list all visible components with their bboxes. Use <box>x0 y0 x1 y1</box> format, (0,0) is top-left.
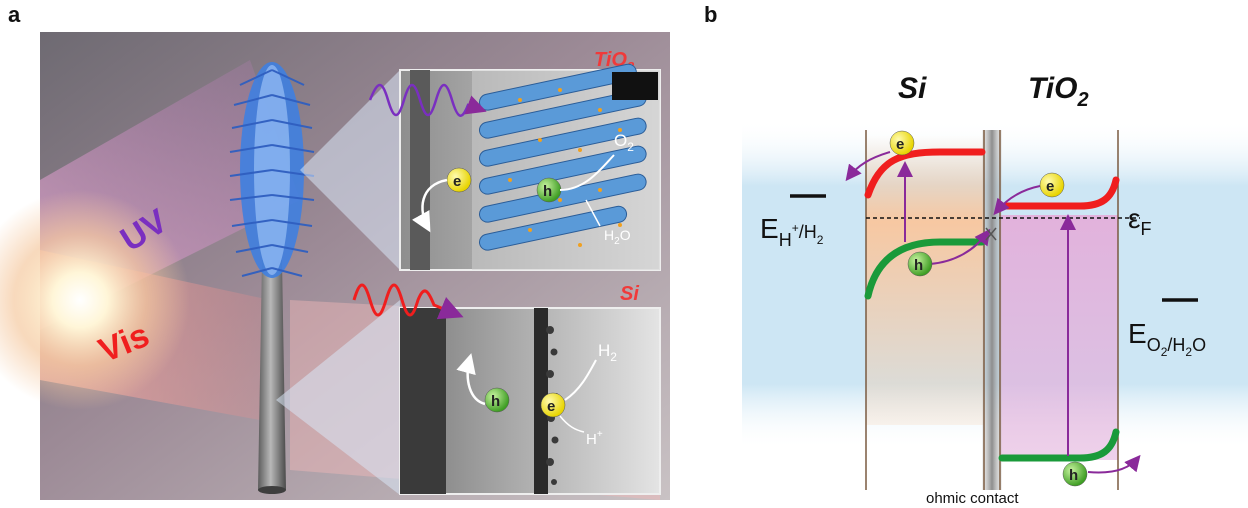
svg-text:h: h <box>914 257 923 274</box>
h2-label: H2 <box>598 341 617 364</box>
svg-text:h: h <box>491 393 500 410</box>
electron-ball-si <box>540 392 566 418</box>
o2-label: O2 <box>614 131 634 154</box>
svg-text:e: e <box>896 136 904 153</box>
panel-b-letter: b <box>704 2 717 27</box>
si-electron-escape-arrow <box>845 151 891 182</box>
si-zoom-cone <box>276 300 400 495</box>
hydrogen-level-label: EH+/H2 <box>760 213 824 250</box>
svg-text:e: e <box>1046 178 1054 195</box>
ohmic-contact-zone <box>982 130 1002 490</box>
oxygen-level-label: EO2/H2O <box>1128 318 1206 359</box>
tio2-conduction-band <box>998 176 1120 210</box>
recombination-mark <box>985 227 997 241</box>
vis-photon-wave <box>352 283 464 320</box>
si-inset: h e H2 H+ <box>352 283 661 495</box>
svg-text:h: h <box>1069 467 1078 484</box>
tio2-electron-transfer-arrow <box>993 185 1041 216</box>
svg-text:h: h <box>543 183 552 200</box>
si-inset-title: Si <box>620 283 639 305</box>
panel-a-letter: a <box>8 2 21 27</box>
tio2-hole-ball <box>1062 461 1088 487</box>
reduction-arrow <box>564 359 597 401</box>
panel-b: Si TiO2 e h e h EH+/H2 εF <box>742 72 1248 507</box>
si-hole-transfer-arrow <box>929 228 991 265</box>
tio2-header: TiO2 <box>1028 72 1089 111</box>
si-header: Si <box>898 72 927 105</box>
hole-path-arrow <box>456 353 486 406</box>
panel-a: UV Vis TiO2 <box>0 32 670 500</box>
h2o-pointer <box>585 199 601 227</box>
hplus-label: H+ <box>586 429 603 448</box>
hole-ball-si <box>484 387 510 413</box>
tio2-zoom-cone <box>300 70 400 270</box>
svg-text:e: e <box>453 173 461 190</box>
si-hole-ball <box>907 251 933 277</box>
tio2-electron-ball <box>1039 172 1065 198</box>
h2o-label: H2O <box>604 227 631 247</box>
svg-text:e: e <box>547 398 555 415</box>
hplus-pointer <box>559 415 585 433</box>
tio2-nanowire-brush <box>229 62 315 278</box>
tio2-hole-escape-arrow <box>1087 454 1141 474</box>
si-region <box>866 135 984 425</box>
ohmic-contact-label: ohmic contact <box>926 490 1019 507</box>
tio2-valence-band <box>998 428 1120 462</box>
si-valence-band <box>864 238 986 300</box>
uv-photon-wave <box>368 83 487 117</box>
electron-path-arrow <box>411 178 448 233</box>
si-conduction-band <box>864 148 986 199</box>
oxidation-arrow <box>559 154 615 191</box>
fermi-level-label: εF <box>1128 203 1151 239</box>
tio2-inset: e h O2 H2O <box>368 63 661 271</box>
light-source <box>0 190 190 410</box>
rod-base <box>258 486 286 494</box>
silicon-nanowire-rod <box>258 260 286 490</box>
tio2-region <box>1000 215 1118 460</box>
si-electron-ball <box>889 130 915 156</box>
